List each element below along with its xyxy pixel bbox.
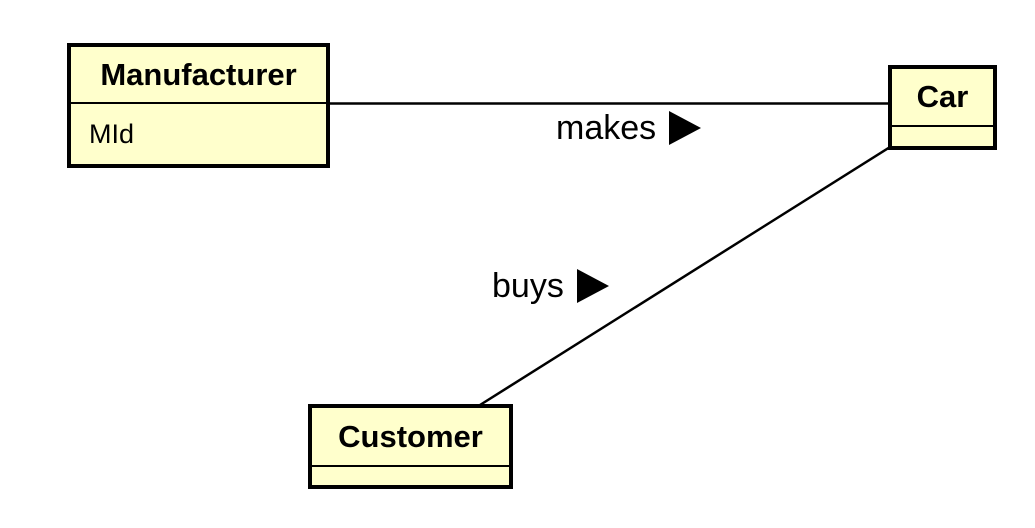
class-attribute: MId xyxy=(89,118,135,149)
association-line-buys xyxy=(479,145,891,407)
direction-arrow-icon xyxy=(576,269,609,303)
association-label-text: makes xyxy=(556,108,657,147)
class-attributes: MId xyxy=(71,104,326,164)
class-name: Manufacturer xyxy=(71,47,326,104)
class-box-car: Car xyxy=(888,65,997,150)
association-label-buys: buys xyxy=(492,266,609,305)
association-label-makes: makes xyxy=(556,108,702,147)
class-name: Customer xyxy=(312,408,509,467)
class-attributes xyxy=(312,467,509,485)
direction-arrow-icon xyxy=(669,111,702,145)
class-box-manufacturer: Manufacturer MId xyxy=(67,43,330,168)
class-name: Car xyxy=(892,69,993,127)
association-label-text: buys xyxy=(492,266,564,305)
class-attributes xyxy=(892,127,993,146)
class-box-customer: Customer xyxy=(308,404,513,489)
